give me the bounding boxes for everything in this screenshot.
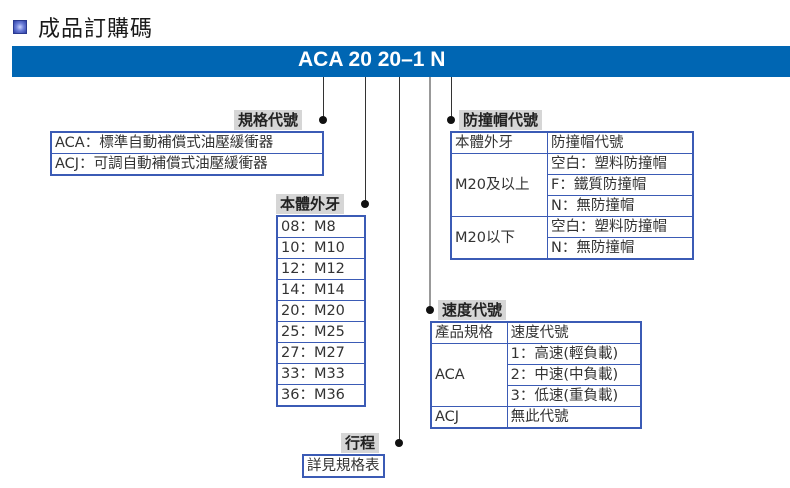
connector-dot-speed <box>426 306 434 314</box>
table-row: 2：中速(中負載) <box>431 364 642 386</box>
model-code-banner <box>12 46 790 77</box>
table-row: M20以下 空白：塑料防撞帽 <box>450 216 694 260</box>
cap-header-thread: 本體外牙 <box>450 131 549 154</box>
speed-header-spec: 產品規格 <box>430 321 508 344</box>
table-row: 3：低速(重負載) <box>431 385 642 407</box>
stroke-label: 行程 <box>341 433 380 453</box>
cap-code-label: 防撞帽代號 <box>459 110 543 130</box>
table-row: M20及以上 空白：塑料防撞帽 <box>450 153 694 217</box>
table-row: ACA 1：高速(輕負載) <box>430 343 642 407</box>
thread-option: 10：M10 <box>276 237 366 259</box>
connector-dot-spec <box>319 116 327 124</box>
thread-option: 25：M25 <box>276 321 366 343</box>
table-header-row: 本體外牙 防撞帽代號 <box>450 131 694 154</box>
connector-dot-cap <box>447 116 455 124</box>
title-square-icon <box>13 20 27 34</box>
cap-option: N：無防撞帽 <box>547 237 694 260</box>
thread-label: 本體外牙 <box>276 194 345 214</box>
connector-dot-thread <box>361 200 369 208</box>
table-header-row: 產品規格 速度代號 <box>430 321 642 344</box>
connector-stroke <box>399 77 400 443</box>
thread-option: 12：M12 <box>276 258 366 280</box>
cap-thread-cell: M20及以上 <box>450 153 549 217</box>
spec-code-option: ACA：標準自動補償式油壓緩衝器 <box>50 131 324 154</box>
speed-code-table: 產品規格 速度代號 ACA 1：高速(輕負載) 2：中速(中負載) 3：低速(重… <box>430 321 642 429</box>
stroke-value: 詳見規格表 <box>302 454 384 478</box>
model-code: ACA 20 20–1 N <box>298 48 446 71</box>
table-row: F：鐵質防撞帽 <box>451 174 694 196</box>
table-row: ACA：標準自動補償式油壓緩衝器 <box>50 131 324 154</box>
thread-option: 14：M14 <box>276 279 366 301</box>
thread-option: 36：M36 <box>276 384 366 407</box>
table-row: 08：M8 <box>276 215 366 238</box>
table-row: 14：M14 <box>276 279 366 301</box>
cap-option: F：鐵質防撞帽 <box>547 174 694 196</box>
table-row: 20：M20 <box>276 300 366 322</box>
table-row: 27：M27 <box>276 342 366 364</box>
spec-code-table: ACA：標準自動補償式油壓緩衝器 ACJ：可調自動補償式油壓緩衝器 <box>50 131 324 176</box>
thread-option: 08：M8 <box>276 215 366 238</box>
speed-option: 2：中速(中負載) <box>506 364 642 386</box>
connector-dot-stroke <box>395 439 403 447</box>
speed-spec-cell: ACA <box>430 343 508 407</box>
thread-option: 27：M27 <box>276 342 366 364</box>
speed-code-label: 速度代號 <box>438 300 507 320</box>
table-row: 36：M36 <box>276 384 366 407</box>
connector-speed <box>429 77 431 310</box>
thread-table: 08：M8 10：M10 12：M12 14：M14 20：M20 25：M25… <box>276 215 366 407</box>
table-row: 12：M12 <box>276 258 366 280</box>
cap-code-table: 本體外牙 防撞帽代號 M20及以上 空白：塑料防撞帽 F：鐵質防撞帽 N：無防撞… <box>450 131 694 260</box>
table-row: ACJ 無此代號 <box>430 406 642 429</box>
connector-spec <box>323 77 324 120</box>
table-row: 33：M33 <box>276 363 366 385</box>
table-row: N：無防撞帽 <box>451 237 694 260</box>
cap-option: N：無防撞帽 <box>547 195 694 217</box>
page-title: 成品訂購碼 <box>38 17 154 42</box>
cap-option: 空白：塑料防撞帽 <box>547 216 694 238</box>
table-row: 10：M10 <box>276 237 366 259</box>
table-row: 25：M25 <box>276 321 366 343</box>
connector-thread <box>365 77 366 203</box>
connector-cap <box>451 77 452 120</box>
table-row: 詳見規格表 <box>302 454 384 478</box>
speed-option: 3：低速(重負載) <box>506 385 642 407</box>
table-row: ACJ：可調自動補償式油壓緩衝器 <box>50 153 324 176</box>
cap-thread-cell: M20以下 <box>450 216 549 260</box>
spec-code-option: ACJ：可調自動補償式油壓緩衝器 <box>50 153 324 176</box>
thread-option: 33：M33 <box>276 363 366 385</box>
speed-option: 無此代號 <box>506 406 642 429</box>
speed-option: 1：高速(輕負載) <box>506 343 642 365</box>
cap-header-code: 防撞帽代號 <box>547 131 694 154</box>
stroke-table: 詳見規格表 <box>302 454 385 478</box>
cap-option: 空白：塑料防撞帽 <box>547 153 694 175</box>
spec-code-label: 規格代號 <box>234 110 303 130</box>
speed-header-code: 速度代號 <box>506 321 642 344</box>
thread-option: 20：M20 <box>276 300 366 322</box>
speed-spec-cell: ACJ <box>430 406 508 429</box>
